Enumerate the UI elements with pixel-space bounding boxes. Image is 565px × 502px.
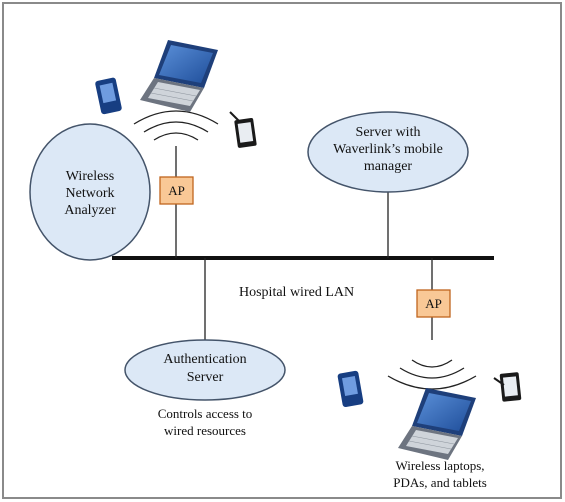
analyzer-label-line-2: Network (66, 186, 115, 201)
ap-top-label: AP (168, 183, 185, 198)
ap-bottom-label: AP (425, 296, 442, 311)
wireless-signal-icon (133, 110, 219, 141)
access-point-bottom: AP (416, 289, 451, 318)
authentication-server-node: Authentication Server (124, 339, 286, 401)
auth-label-line-2: Server (187, 370, 224, 385)
wireless-signal-icon (387, 359, 477, 390)
wireless-network-analyzer-node: Wireless Network Analyzer (29, 123, 151, 261)
auth-note-line-1: Controls access to (158, 406, 253, 421)
mobile-manager-server-node: Server with Waverlink’s mobile manager (307, 111, 469, 193)
tablet-icon (229, 111, 257, 148)
pda-icon (95, 77, 122, 115)
devices-note-line-2: PDAs, and tablets (393, 475, 487, 490)
analyzer-label-line-1: Wireless (66, 169, 114, 184)
server-label-line-2: Waverlink’s mobile (333, 142, 443, 157)
laptop-icon (398, 388, 476, 460)
devices-note-line-1: Wireless laptops, (395, 458, 484, 473)
server-label-line-1: Server with (356, 125, 421, 140)
auth-label-line-1: Authentication (163, 352, 246, 367)
server-label-line-3: manager (364, 159, 413, 174)
pda-icon (337, 370, 364, 408)
lan-label: Hospital wired LAN (239, 285, 354, 300)
auth-note-line-2: wired resources (164, 423, 246, 438)
analyzer-label-line-3: Analyzer (64, 203, 116, 218)
laptop-icon (140, 40, 218, 112)
tablet-icon (493, 372, 522, 402)
access-point-top: AP (159, 176, 194, 205)
